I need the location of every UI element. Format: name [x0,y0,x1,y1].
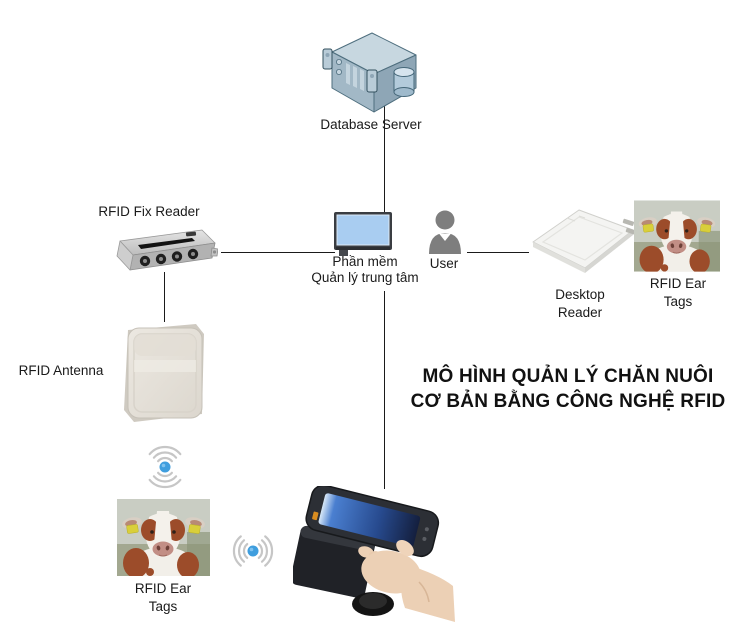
antenna-label: RFID Antenna [18,363,104,378]
ear-tags-right-label-line1: RFID Ear [649,276,707,291]
connector-software-handheld [384,291,385,489]
rfid-fix-reader-icon [116,229,218,271]
node-central-software [334,212,392,256]
desktop-reader-label-line1: Desktop [555,287,605,302]
software-label-line2: Quản lý trung tâm [311,270,419,285]
ear-tags-right-label-line2: Tags [663,294,693,309]
database-server-label: Database Server [320,117,422,132]
user-label: User [429,256,459,271]
person-icon [429,210,461,254]
node-handheld-reader [293,486,455,622]
node-rfid-fix-reader [112,225,218,275]
wireless-signal-icon [142,441,188,493]
connector-fixreader-antenna [164,272,165,322]
diagram-title: MÔ HÌNH QUẢN LÝ CHĂN NUÔI CƠ BẢN BẰNG CÔ… [398,364,738,414]
handheld-screen [318,493,421,547]
server-icon [322,32,417,113]
cow-ear-tag-photo [634,199,720,273]
connector-user-desktopreader [467,252,529,253]
diagram-title-line1: MÔ HÌNH QUẢN LÝ CHĂN NUÔI [422,366,714,387]
antenna-panel-icon [124,324,204,422]
node-user [426,210,464,254]
monitor-screen [336,214,390,246]
cow-ear-tag-photo [117,499,210,576]
node-rfid-antenna [118,320,208,424]
node-rfid-ear-tags-right [634,199,720,273]
desktop-reader-label-line2: Reader [557,305,603,320]
connector-server-software [384,106,385,213]
node-database-server [310,26,425,114]
node-desktop-reader [527,202,639,284]
connector-fixreader-software [221,252,335,253]
software-label-line1: Phần mềm [332,254,398,269]
fix-reader-label: RFID Fix Reader [98,204,200,219]
desktop-reader-icon [532,209,638,273]
ear-tags-left-label-line1: RFID Ear [134,581,192,596]
handheld-reader-photo [293,486,455,622]
ear-tags-left-label-line2: Tags [148,599,178,614]
wireless-signal-icon [223,525,283,577]
diagram-title-line2: CƠ BẢN BẰNG CÔNG NGHỆ RFID [410,391,726,412]
monitor-icon [334,212,392,256]
node-rfid-ear-tags-left [117,499,210,576]
